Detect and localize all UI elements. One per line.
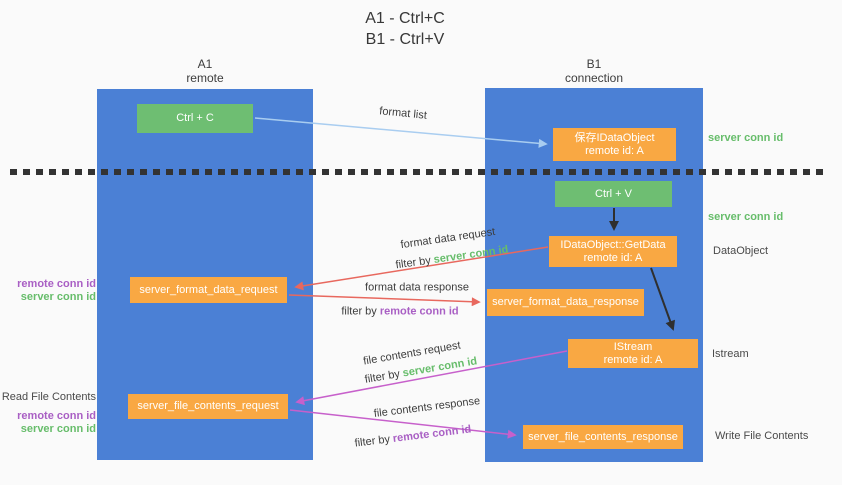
right-server-conn-id-label-2: server conn id: [708, 211, 784, 223]
server-file-contents-response-label: server_file_contents_response: [528, 430, 678, 443]
idataobject-getdata-line1: IDataObject::GetData: [560, 238, 666, 251]
server-file-contents-request-label: server_file_contents_request: [137, 400, 279, 412]
istream-line2: remote id: A: [603, 353, 663, 366]
istream-side-label: Istream: [712, 348, 749, 360]
left-remote-conn-id-label-2: remote conn id: [17, 410, 96, 422]
server-format-data-request-box: server_format_data_request: [130, 277, 287, 303]
column-b-name: B1: [586, 57, 602, 71]
diagram-title: A1 - Ctrl+C B1 - Ctrl+V: [275, 8, 535, 50]
column-a-header: A1 remote: [145, 57, 265, 85]
column-b-header: B1 connection: [534, 57, 654, 85]
filter-by-text: filter by: [363, 368, 401, 386]
filter-by-text: filter by: [394, 254, 432, 272]
dotted-separator-line: [10, 169, 824, 175]
save-idataobject-line2: remote id: A: [585, 144, 644, 157]
format-list-label: format list: [378, 105, 428, 122]
column-b-subtitle: connection: [564, 71, 624, 85]
left-server-conn-id-label-2: server conn id: [20, 423, 96, 435]
save-idataobject-line1: 保存IDataObject: [574, 131, 655, 144]
left-server-conn-id-label-1: server conn id: [20, 291, 96, 303]
file-contents-response-label: file contents response: [373, 395, 481, 420]
title-line-2: B1 - Ctrl+V: [365, 31, 445, 48]
server-format-data-request-label: server_format_data_request: [139, 283, 278, 296]
ctrl-c-box: Ctrl + C: [137, 104, 253, 133]
remote-conn-id-text: remote conn id: [392, 423, 472, 445]
format-data-response-label: format data response: [365, 281, 469, 294]
write-file-contents-label: Write File Contents: [715, 430, 809, 442]
istream-line1: IStream: [613, 340, 653, 353]
ctrl-c-label: Ctrl + C: [176, 112, 214, 124]
dataobject-label: DataObject: [713, 245, 769, 257]
column-a-subtitle: remote: [186, 71, 224, 85]
istream-box: IStream remote id: A: [568, 339, 698, 368]
idataobject-getdata-line2: remote id: A: [583, 251, 643, 264]
title-line-1: A1 - Ctrl+C: [365, 10, 445, 27]
save-idataobject-box: 保存IDataObject remote id: A: [553, 128, 676, 161]
column-a-name: A1: [197, 57, 213, 71]
remote-conn-id-text: remote conn id: [379, 305, 459, 318]
right-server-conn-id-label-1: server conn id: [708, 132, 784, 144]
server-format-data-response-box: server_format_data_response: [487, 289, 644, 316]
left-remote-conn-id-label-1: remote conn id: [17, 278, 96, 290]
filter-by-text: filter by: [353, 433, 391, 450]
ctrl-v-box: Ctrl + V: [555, 181, 672, 207]
read-file-contents-label: Read File Contents: [1, 391, 96, 403]
server-format-data-response-label: server_format_data_response: [492, 296, 639, 308]
ctrl-v-label: Ctrl + V: [595, 187, 632, 200]
server-file-contents-request-box: server_file_contents_request: [128, 394, 288, 419]
idataobject-getdata-box: IDataObject::GetData remote id: A: [549, 236, 677, 267]
server-file-contents-response-box: server_file_contents_response: [523, 425, 683, 449]
filter-by-text: filter by: [341, 305, 377, 318]
format-data-response-arrow: [288, 294, 481, 307]
